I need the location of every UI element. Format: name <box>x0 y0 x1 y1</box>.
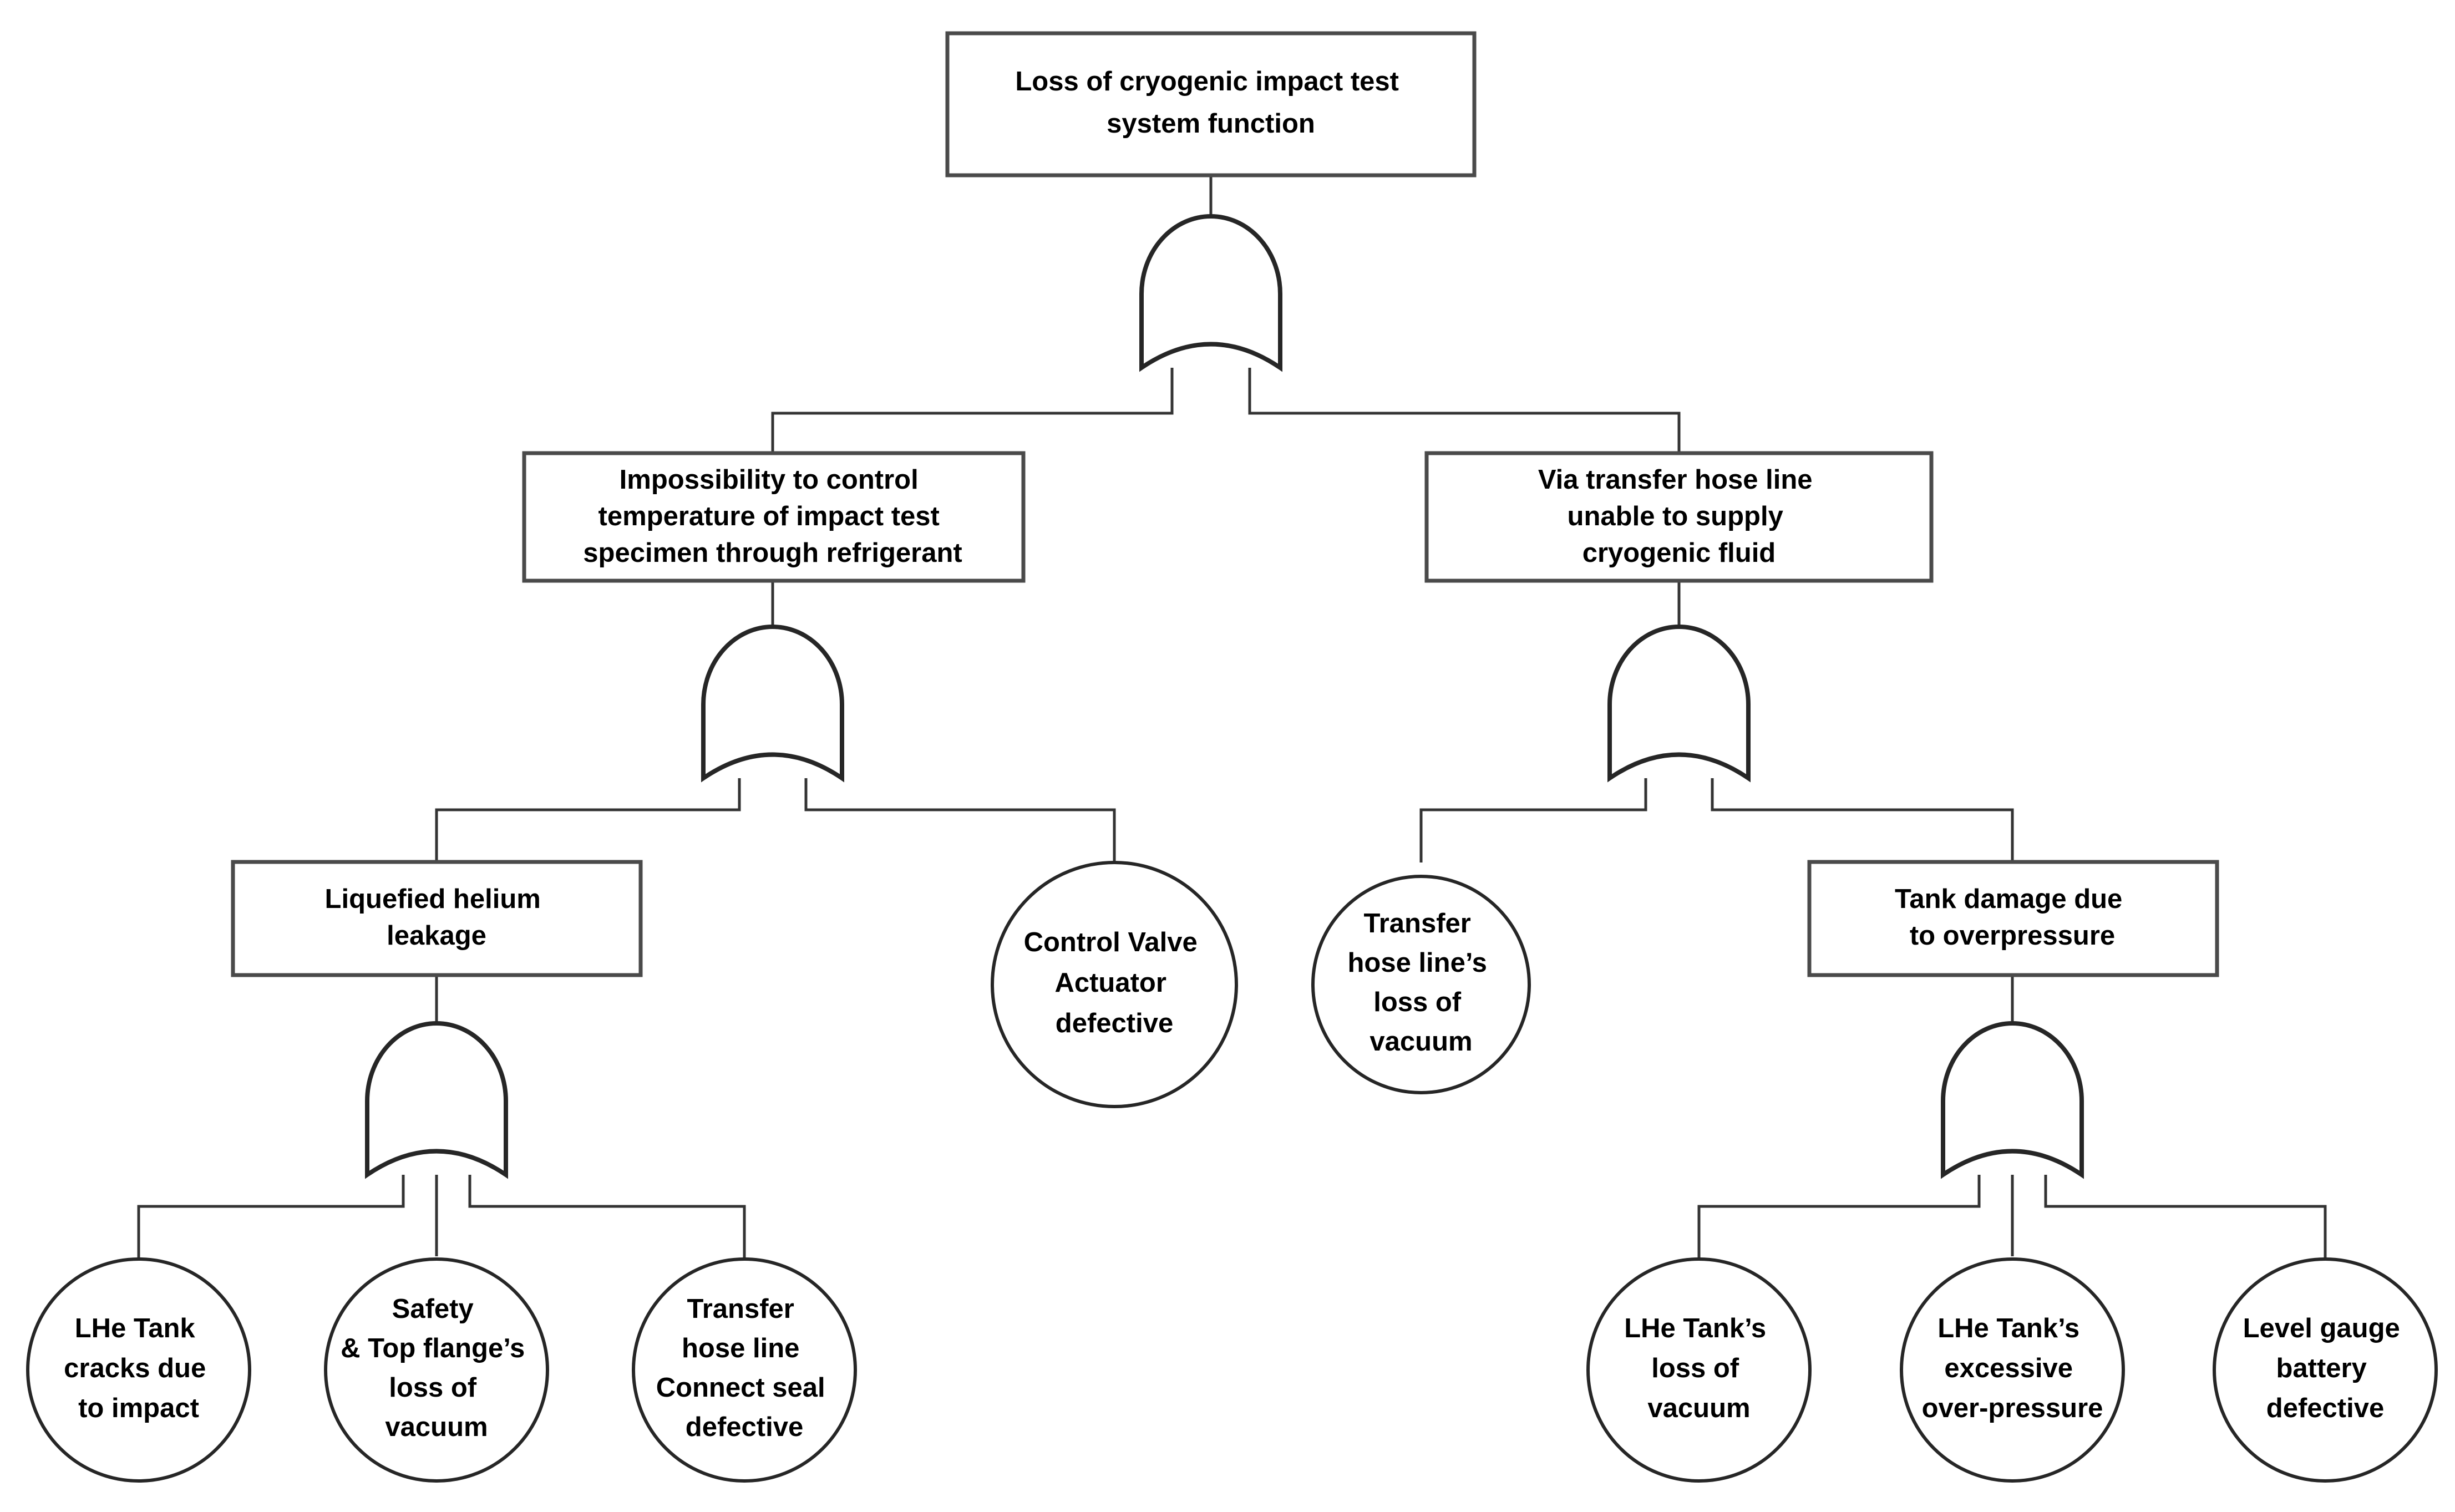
top-event-box[interactable] <box>945 31 1477 177</box>
or-gate-right[interactable] <box>1607 625 1751 783</box>
node-hose-vacuum[interactable]: Transfer hose line’s loss of vacuum <box>1311 875 1531 1094</box>
node-top-event[interactable]: Loss of cryogenic impact test system fun… <box>945 31 1477 177</box>
node-tank-damage[interactable]: Tank damage due to overpressure <box>1807 860 2219 977</box>
edge-gate-top-left-leg <box>771 368 1174 453</box>
edge-gate-top-right-leg <box>1248 368 1681 453</box>
intermediate-right-label: Via transfer hose line unable to supply … <box>1538 465 1820 568</box>
control-valve-label: Control Valve Actuator defective <box>1024 927 1205 1038</box>
or-gate-helium[interactable] <box>365 1021 508 1179</box>
top-event-label: Loss of cryogenic impact test system fun… <box>1015 67 1406 139</box>
edge-gate-helium-leg-right <box>468 1175 746 1258</box>
intermediate-left-box[interactable] <box>522 451 1026 583</box>
tank-overpressure-circle[interactable] <box>1900 1257 2125 1483</box>
level-gauge-label: Level gauge battery defective <box>2243 1313 2408 1423</box>
or-gate-tank[interactable] <box>1941 1021 2084 1179</box>
node-connect-seal[interactable]: Transfer hose line Connect seal defectiv… <box>632 1257 857 1483</box>
node-intermediate-left[interactable]: Impossibility to control temperature of … <box>522 451 1026 583</box>
edge-gate-tank-leg-right <box>2044 1175 2327 1258</box>
edge-gate-helium-leg-left <box>137 1175 405 1258</box>
gate-layer <box>365 214 2084 1179</box>
tank-vacuum-circle[interactable] <box>1586 1257 1812 1483</box>
or-gate-left[interactable] <box>701 625 844 783</box>
edge-gate-right-leg-a <box>1419 778 1647 862</box>
intermediate-left-label: Impossibility to control temperature of … <box>583 465 962 568</box>
edge-gate-left-leg-a <box>435 778 741 862</box>
or-gate-top[interactable] <box>1139 214 1282 372</box>
edge-gate-left-leg-b <box>804 778 1116 862</box>
connect-seal-circle[interactable] <box>632 1257 857 1483</box>
connect-seal-label: Transfer hose line Connect seal defectiv… <box>656 1294 833 1442</box>
tank-damage-box[interactable] <box>1807 860 2219 977</box>
node-control-valve[interactable]: Control Valve Actuator defective <box>991 861 1238 1108</box>
node-tank-overpressure[interactable]: LHe Tank’s excessive over-pressure <box>1900 1257 2125 1483</box>
node-tank-cracks[interactable]: LHe Tank cracks due to impact <box>26 1257 251 1483</box>
tank-vacuum-label: LHe Tank’s loss of vacuum <box>1624 1313 1774 1423</box>
helium-leakage-box[interactable] <box>231 860 643 977</box>
hose-vacuum-label: Transfer hose line’s loss of vacuum <box>1347 909 1494 1057</box>
tank-damage-label: Tank damage due to overpressure <box>1895 884 2130 951</box>
edge-gate-right-leg-b <box>1711 778 2014 862</box>
node-helium-leakage[interactable]: Liquefied helium leakage <box>231 860 643 977</box>
node-safety-flange[interactable]: Safety & Top flange’s loss of vacuum <box>324 1257 549 1483</box>
tank-cracks-circle[interactable] <box>26 1257 251 1483</box>
helium-leakage-label: Liquefied helium leakage <box>325 884 549 951</box>
level-gauge-circle[interactable] <box>2213 1257 2438 1483</box>
edge-gate-tank-leg-left <box>1697 1175 1981 1258</box>
node-tank-vacuum[interactable]: LHe Tank’s loss of vacuum <box>1586 1257 1812 1483</box>
control-valve-circle[interactable] <box>991 861 1238 1108</box>
tank-cracks-label: LHe Tank cracks due to impact <box>64 1313 214 1423</box>
node-level-gauge[interactable]: Level gauge battery defective <box>2213 1257 2438 1483</box>
edge-layer <box>137 175 2327 1258</box>
node-intermediate-right[interactable]: Via transfer hose line unable to supply … <box>1424 451 1934 583</box>
safety-flange-circle[interactable] <box>324 1257 549 1483</box>
hose-vacuum-circle[interactable] <box>1311 875 1531 1094</box>
circle-layer: Control Valve Actuator defective Transfe… <box>26 861 2438 1483</box>
safety-flange-label: Safety & Top flange’s loss of vacuum <box>341 1294 532 1442</box>
box-layer: Loss of cryogenic impact test system fun… <box>231 31 2219 977</box>
tank-overpressure-label: LHe Tank’s excessive over-pressure <box>1922 1313 2103 1423</box>
intermediate-right-box[interactable] <box>1424 451 1934 583</box>
